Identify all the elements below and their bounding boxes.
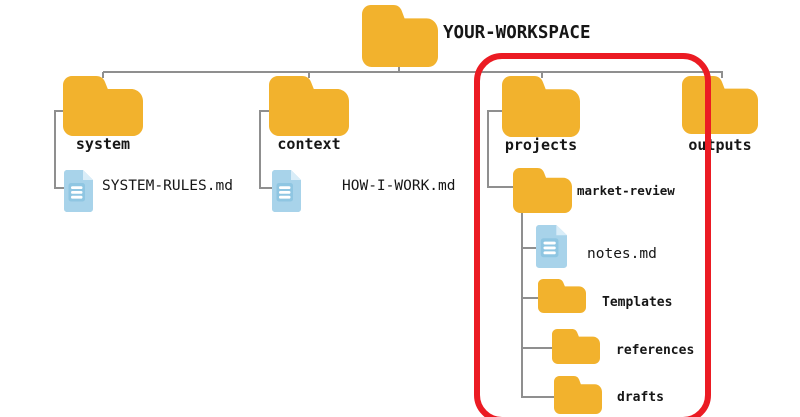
connector-projects-bracket-bottom [487, 186, 515, 188]
references-folder-label: references [616, 343, 695, 358]
connector-projects-bracket [487, 110, 489, 188]
connector-main-horizontal [103, 71, 723, 73]
drafts-folder-label: drafts [617, 390, 664, 405]
context-folder-label: context [277, 135, 341, 153]
system-folder-icon [63, 76, 143, 136]
connector-context-bracket-top [259, 110, 271, 112]
connector-system-bracket-top [54, 110, 65, 112]
templates-folder-label: Templates [602, 295, 673, 310]
connector-branch-templates [521, 297, 540, 299]
system-rules-file-label: SYSTEM-RULES.md [102, 178, 233, 194]
projects-folder-label: projects [504, 136, 578, 154]
context-folder-icon [269, 76, 349, 136]
projects-branch-highlight-box [474, 53, 711, 417]
connector-stub-context [308, 72, 310, 78]
connector-context-bracket [259, 110, 261, 189]
connector-system-bracket-bottom [54, 187, 68, 189]
how-i-work-file-label: HOW-I-WORK.md [342, 178, 456, 194]
connector-stub-system [102, 72, 104, 78]
connector-market-review-trunk [521, 212, 523, 398]
system-rules-document-icon [64, 170, 93, 212]
connector-system-bracket [54, 110, 56, 189]
system-folder-label: system [75, 135, 131, 153]
connector-branch-drafts [521, 396, 556, 398]
connector-projects-bracket-top [487, 110, 504, 112]
connector-branch-references [521, 347, 554, 349]
connector-context-bracket-bottom [259, 187, 274, 189]
connector-root-stub [398, 66, 400, 72]
notes-file-label: notes.md [587, 246, 657, 262]
how-i-work-document-icon [272, 170, 301, 212]
connector-stub-outputs [721, 72, 723, 78]
connector-stub-projects [541, 72, 543, 78]
connector-branch-notes [521, 247, 538, 249]
root-folder-label: YOUR-WORKSPACE [443, 23, 591, 43]
root-folder-icon [362, 5, 438, 67]
outputs-folder-label: outputs [688, 136, 752, 154]
market-review-folder-label: market-review [577, 183, 675, 198]
